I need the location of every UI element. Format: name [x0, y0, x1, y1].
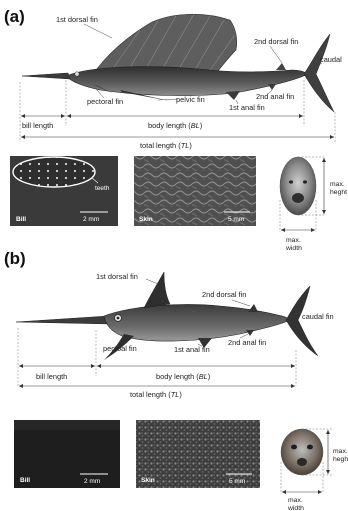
bill-photo-b: Bill 2 mm	[14, 420, 120, 488]
cross-section-b	[281, 429, 332, 494]
swordfish-caudal-fin	[286, 286, 318, 356]
bill-scale-a: 2 mm	[83, 216, 99, 223]
label-bill-length-a: bill length	[22, 121, 53, 130]
label-bill-length-b: bill length	[36, 372, 67, 381]
bill-scale-b: 2 mm	[84, 478, 100, 485]
cross-section-a	[280, 157, 326, 232]
label-second-dorsal-fin-b: 2nd dorsal fin	[202, 290, 246, 299]
skin-photo-b: Skin 5 mm	[136, 420, 260, 488]
sailfish-second-dorsal-fin	[276, 63, 286, 70]
total-length-arrow-a	[21, 135, 334, 139]
label-caudal-fin-b: caudal fin	[302, 312, 334, 321]
label-first-dorsal-fin-b: 1st dorsal fin	[96, 272, 138, 281]
label-first-anal-fin: 1st anal fin	[229, 103, 265, 112]
sailfish-first-anal-fin	[226, 91, 240, 100]
bill-photo-a: teeth Bill 2 mm	[10, 156, 118, 226]
label-total-length-a: total length (TL)	[140, 141, 192, 150]
body-length-arrow-b	[97, 364, 295, 368]
total-length-arrow-b	[19, 384, 295, 388]
label-body-length-b: body length (BL)	[156, 372, 210, 381]
label-pectoral-fin-b: pectoal fin	[103, 344, 137, 353]
skin-photo-a: Skin 5 mm	[134, 156, 256, 226]
label-skin-photo-a: Skin	[139, 216, 153, 223]
label-max-height-a: max.heght	[330, 181, 347, 196]
bill-length-arrow-a	[21, 114, 65, 118]
swordfish-second-anal-fin	[246, 330, 254, 336]
panel-b-label: (b)	[4, 249, 26, 268]
label-max-width-b: max.width	[287, 497, 304, 511]
swordfish-bill	[16, 316, 110, 324]
swordfish-illustration	[16, 272, 318, 360]
bill-length-arrow-b	[19, 364, 95, 368]
sailfish-second-anal-fin	[268, 84, 276, 90]
label-max-height-b: max.heght	[333, 448, 348, 463]
swordfish-second-dorsal-fin	[248, 304, 258, 312]
swordfish-first-dorsal-fin	[144, 272, 170, 308]
sailfish-caudal-fin	[304, 34, 334, 112]
label-total-length-b: total length (TL)	[130, 390, 182, 399]
sailfish-eye	[75, 72, 79, 76]
panel-a-label: (a)	[4, 7, 25, 26]
label-first-dorsal-fin: 1st dorsal fin	[56, 15, 98, 24]
label-bill-photo-b: Bill	[20, 477, 30, 484]
panel-b: (b) 1st dorsal fin 2nd dor	[4, 249, 348, 511]
label-first-anal-fin-b: 1st anal fin	[174, 345, 210, 354]
label-bill-photo-a: Bill	[16, 216, 26, 223]
panel-a: (a)	[4, 7, 347, 252]
body-length-arrow-a	[67, 114, 303, 118]
label-body-length-a: body length (BL)	[148, 121, 202, 130]
label-second-dorsal-fin: 2nd dorsal fin	[254, 37, 298, 46]
label-skin-photo-b: Skin	[141, 477, 155, 484]
skin-scale-a: 5 mm	[228, 216, 244, 223]
label-second-anal-fin: 2nd anal fin	[256, 92, 294, 101]
skin-scale-b: 5 mm	[229, 478, 245, 485]
label-caudal: caudal	[320, 55, 342, 64]
label-second-anal-fin-b: 2nd anal fin	[228, 338, 266, 347]
label-pectoral-fin: pectoral fin	[87, 97, 123, 106]
sailfish-bill	[22, 73, 70, 79]
label-pelvic-fin: pelvic fin	[176, 95, 205, 104]
label-teeth: teeth	[95, 185, 110, 192]
label-max-width-a: max.width	[285, 237, 302, 252]
